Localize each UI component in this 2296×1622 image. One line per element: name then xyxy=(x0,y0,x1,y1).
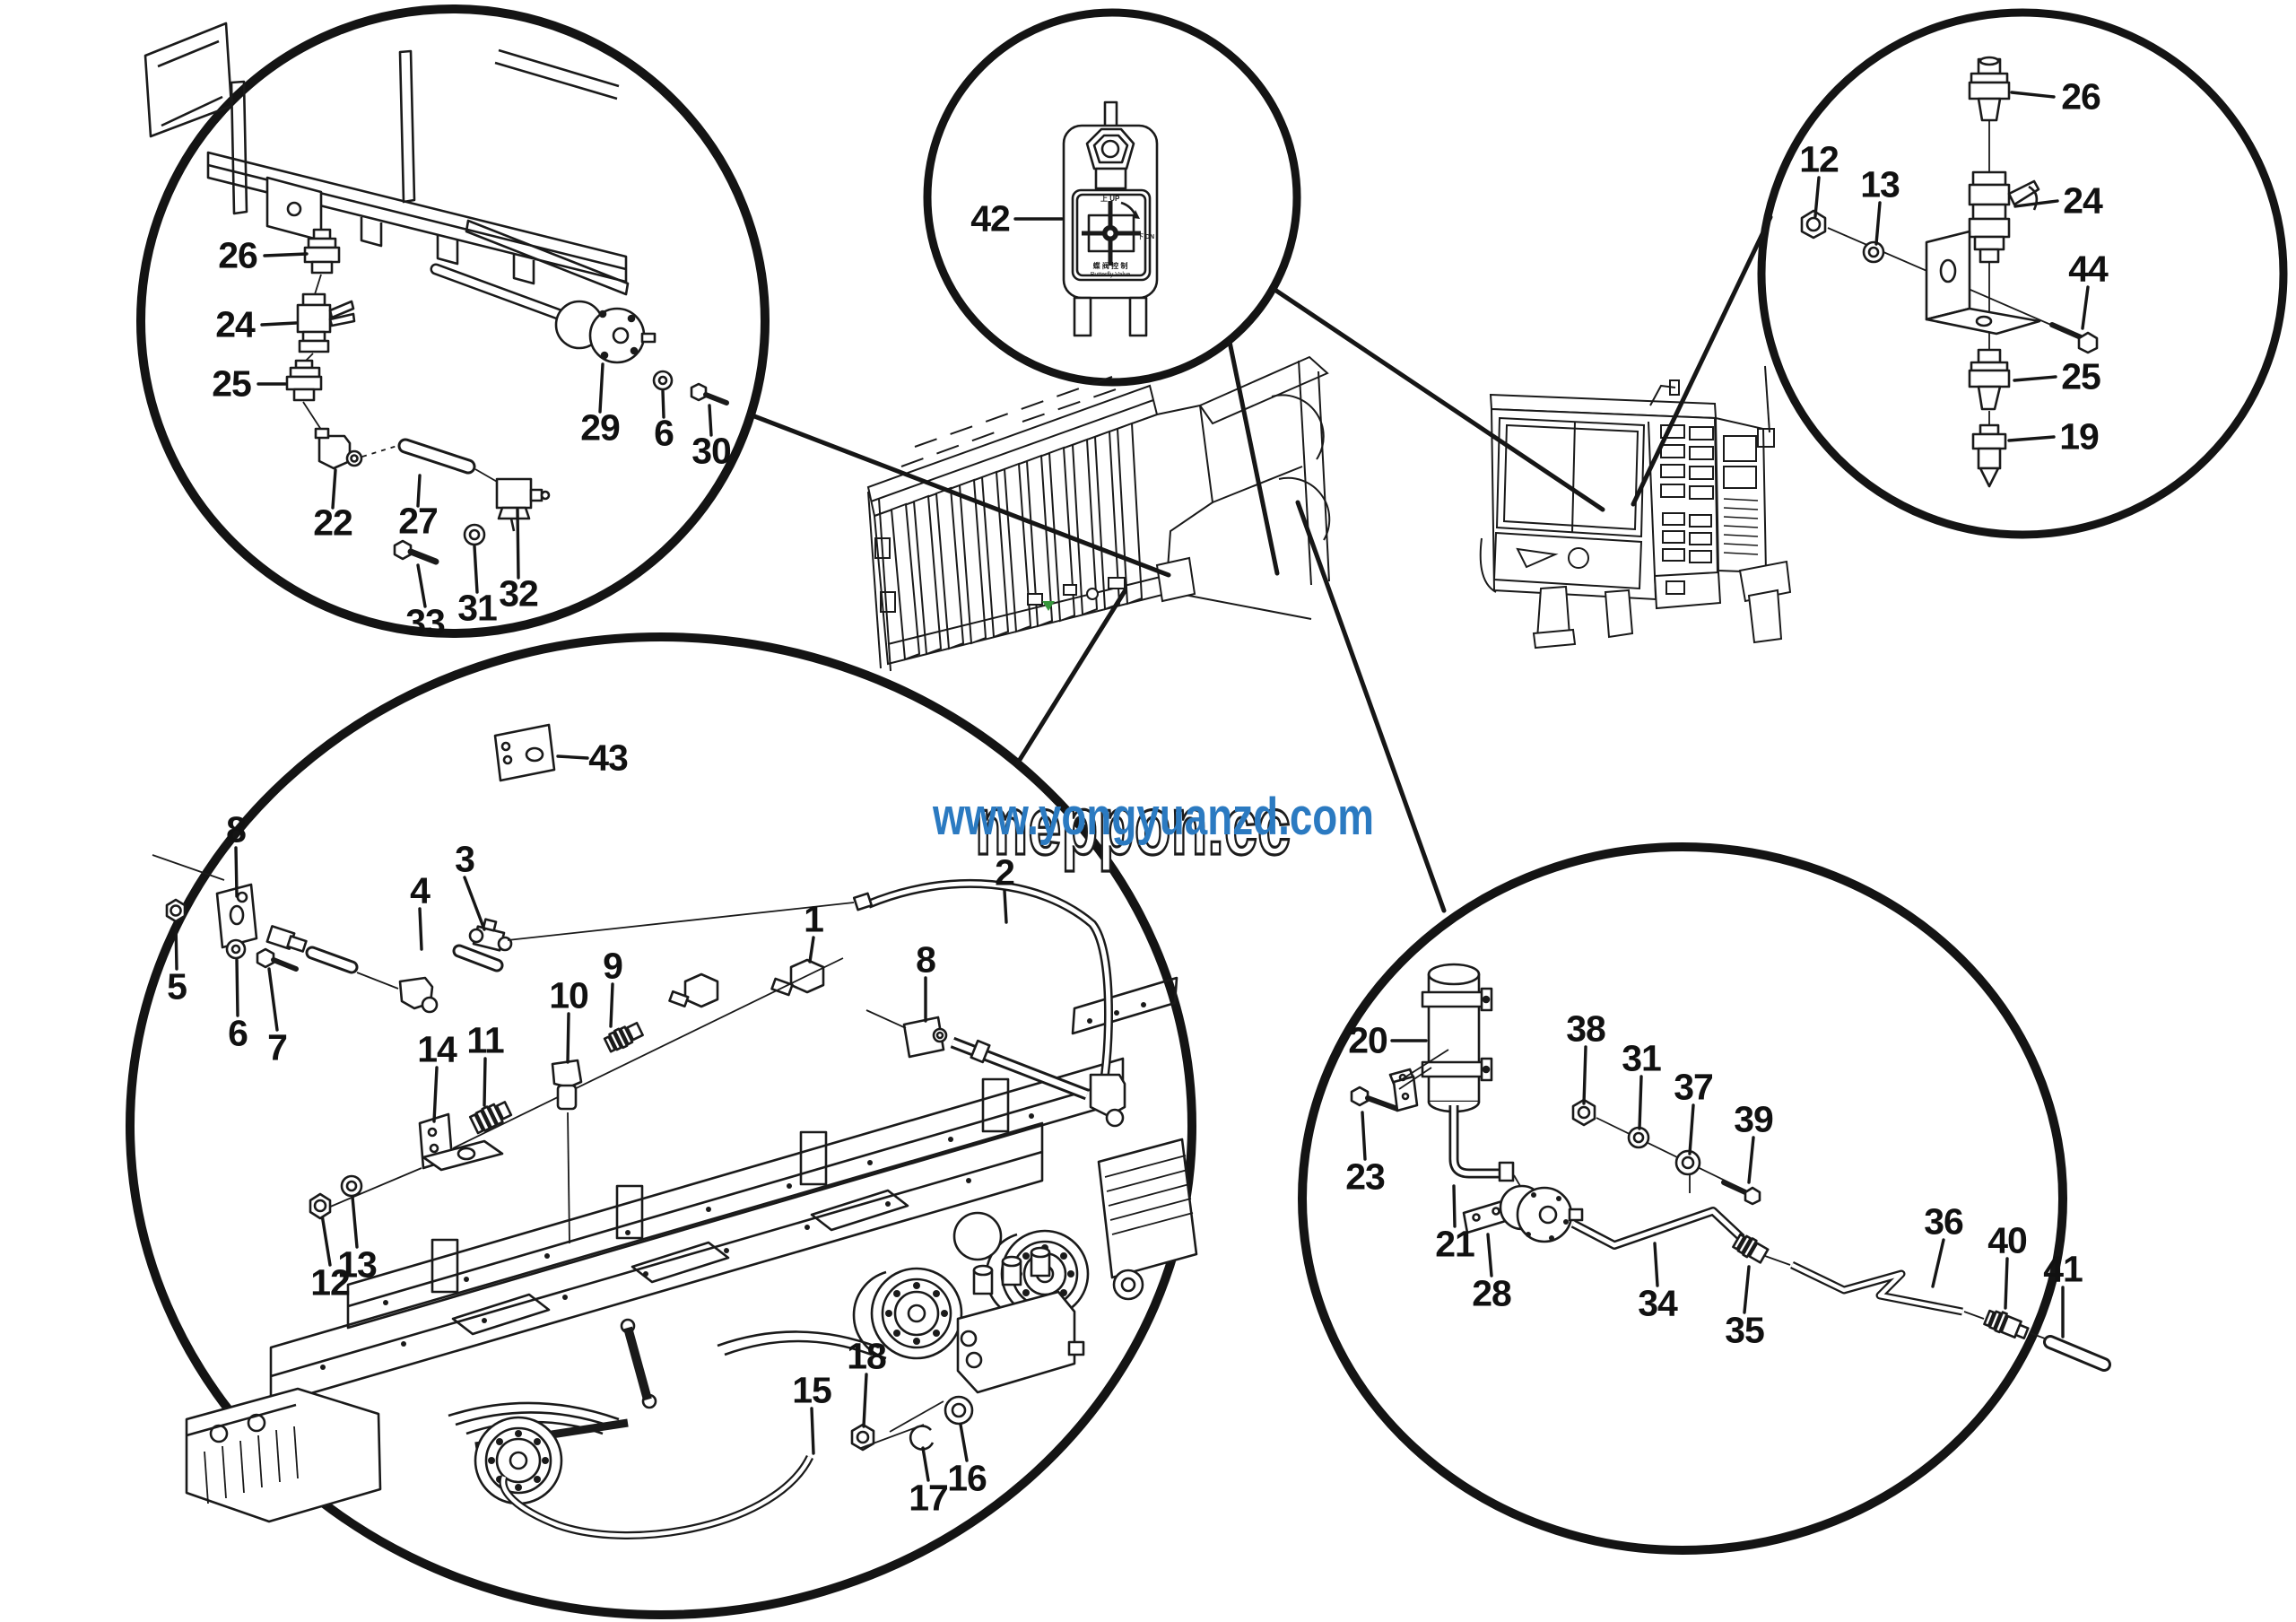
truck-cab-illustration xyxy=(1479,365,1792,650)
callout-top-middle-content: 上 UP 下 DN 蝶 阀 控 制 Butterfly Valve xyxy=(1013,100,1159,337)
callout-bottom-left-ring xyxy=(126,632,1196,1619)
callout-top-right-ring xyxy=(1757,8,2288,539)
callout-bottom-left-content xyxy=(152,723,1198,1539)
callout-top-middle-ring xyxy=(923,8,1301,387)
panel-right-label: 下 DN xyxy=(1137,233,1154,240)
callout-top-left-ring xyxy=(136,4,770,638)
callout-bottom-right-content xyxy=(1350,963,2111,1372)
callout-top-left-content xyxy=(144,22,729,608)
panel-bottom-line2: Butterfly Valve xyxy=(1091,272,1131,278)
panel-bottom-line1: 蝶 阀 控 制 xyxy=(1093,261,1128,270)
dump-body-illustration xyxy=(866,355,1331,672)
leader-lines xyxy=(747,214,1773,913)
callout-rings xyxy=(126,4,2288,1619)
callout-bottom-right-ring xyxy=(1298,842,2067,1555)
panel-top-label: 上 UP xyxy=(1100,194,1120,203)
callout-top-right-content xyxy=(1800,56,2099,488)
watermark-blue-text: www.yongyuanzd.com xyxy=(932,788,1374,846)
watermark-outline-text: meppon.cc xyxy=(975,780,1291,872)
